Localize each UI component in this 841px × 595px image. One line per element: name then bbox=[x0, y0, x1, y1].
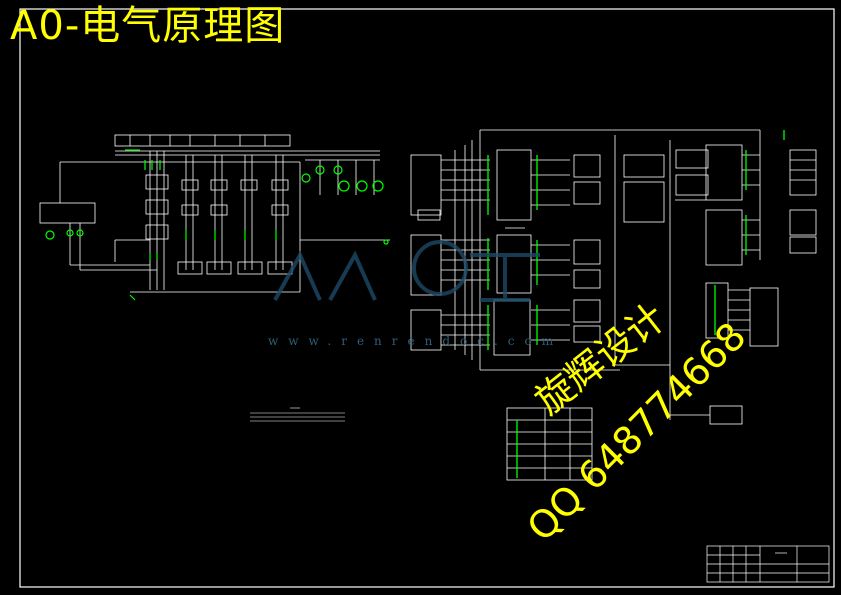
watermark-logo bbox=[273, 240, 540, 302]
green-terminal-markers bbox=[487, 130, 785, 478]
watermark-url: www.renrendoc.com bbox=[268, 334, 564, 348]
title-block bbox=[706, 545, 830, 583]
page-title: A0-电气原理图 bbox=[10, 3, 286, 49]
notes-block bbox=[250, 407, 345, 422]
green-components-left bbox=[45, 149, 389, 301]
sheet-border bbox=[19, 8, 835, 588]
main-power-circuit bbox=[39, 134, 390, 293]
